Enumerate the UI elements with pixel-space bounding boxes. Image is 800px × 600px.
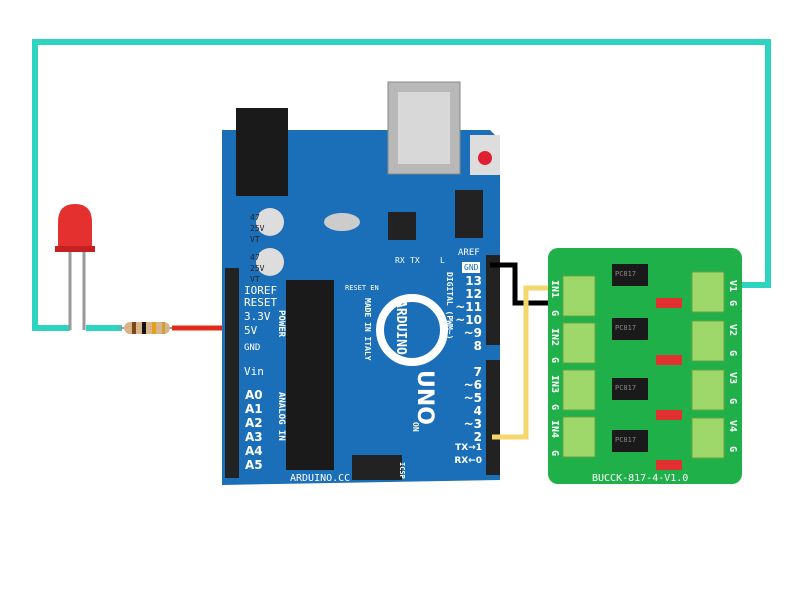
pin-8: 8 (473, 339, 482, 353)
signal-wire-teal (32, 39, 771, 331)
pin-aref: AREF (458, 248, 480, 258)
module-g3: G (549, 404, 560, 411)
pin-6: ~6 (463, 378, 482, 392)
led-rx: RX (395, 256, 405, 265)
module-g4: G (549, 450, 560, 457)
website-label: ARDUINO.CC (290, 473, 351, 484)
pin-4: 4 (473, 404, 482, 418)
arduino-uno-board (222, 81, 500, 485)
made-in-label: MADE IN ITALY (363, 298, 372, 361)
pin-11: ~11 (455, 300, 482, 314)
pin-a5: A5 (245, 458, 263, 472)
module-name: BUCCK-817-4-V1.0 (592, 473, 689, 484)
module-v4: V4 (727, 420, 738, 433)
chip-1: PC817 (615, 270, 637, 278)
pin-0-rx: RX←0 (454, 456, 482, 466)
reset-en-label: RESET EN (345, 284, 379, 292)
power-header-title: POWER (276, 310, 286, 338)
chip-2: PC817 (615, 324, 637, 332)
pin-5v: 5V (244, 324, 258, 337)
led-l: L (440, 256, 445, 265)
pin-10: ~10 (455, 313, 482, 327)
on-label: ON (411, 422, 420, 432)
module-v3: V3 (727, 372, 738, 385)
pin-a2: A2 (245, 416, 263, 430)
chip-3: PC817 (615, 384, 637, 392)
module-v1: V1 (727, 280, 738, 293)
module-in1: IN1 (549, 280, 560, 299)
icsp-label: ICSP (398, 462, 406, 479)
pin-a1: A1 (245, 402, 263, 416)
pin-a4: A4 (245, 444, 263, 458)
module-v2: V2 (727, 324, 738, 337)
brand-label: ARDUINO (393, 300, 408, 355)
pin-1-tx: TX→1 (455, 443, 482, 453)
pin-gnd: GND (244, 343, 261, 353)
optocoupler-module (548, 248, 742, 484)
pin-ioref: IOREF (244, 284, 278, 297)
pin-12: 12 (465, 287, 482, 301)
pin-reset: RESET (244, 296, 278, 309)
module-og1: G (727, 300, 738, 307)
module-og4: G (727, 446, 738, 453)
pin-3v3: 3.3V (244, 310, 271, 323)
resistor (124, 322, 170, 334)
chip-4: PC817 (615, 436, 637, 444)
red-led (55, 204, 95, 330)
pin-2: 2 (473, 430, 482, 444)
pin-7: 7 (473, 365, 482, 379)
pin-vin: Vin (244, 365, 264, 378)
pin-13: 13 (465, 274, 482, 288)
pin-9: ~9 (463, 326, 482, 340)
module-in3: IN3 (549, 375, 560, 394)
pin-a3: A3 (245, 430, 263, 444)
module-og2: G (727, 350, 738, 357)
pin-3: ~3 (463, 417, 482, 431)
digital-wire-yellow (492, 285, 566, 440)
module-g2: G (549, 357, 560, 364)
capacitor-2: 47 25V VT (250, 253, 265, 284)
pin-gnd-digital: GND (462, 262, 481, 273)
module-og3: G (727, 398, 738, 405)
led-tx: TX (410, 256, 420, 265)
pin-a0: A0 (245, 388, 263, 402)
module-in4: IN4 (549, 420, 560, 439)
pin-5: ~5 (463, 391, 482, 405)
module-in2: IN2 (549, 328, 560, 347)
model-label: UNO (412, 370, 437, 425)
ground-wire-black (490, 262, 566, 306)
capacitor-1: 47 25V VT (250, 213, 265, 244)
module-g1: G (549, 310, 560, 317)
